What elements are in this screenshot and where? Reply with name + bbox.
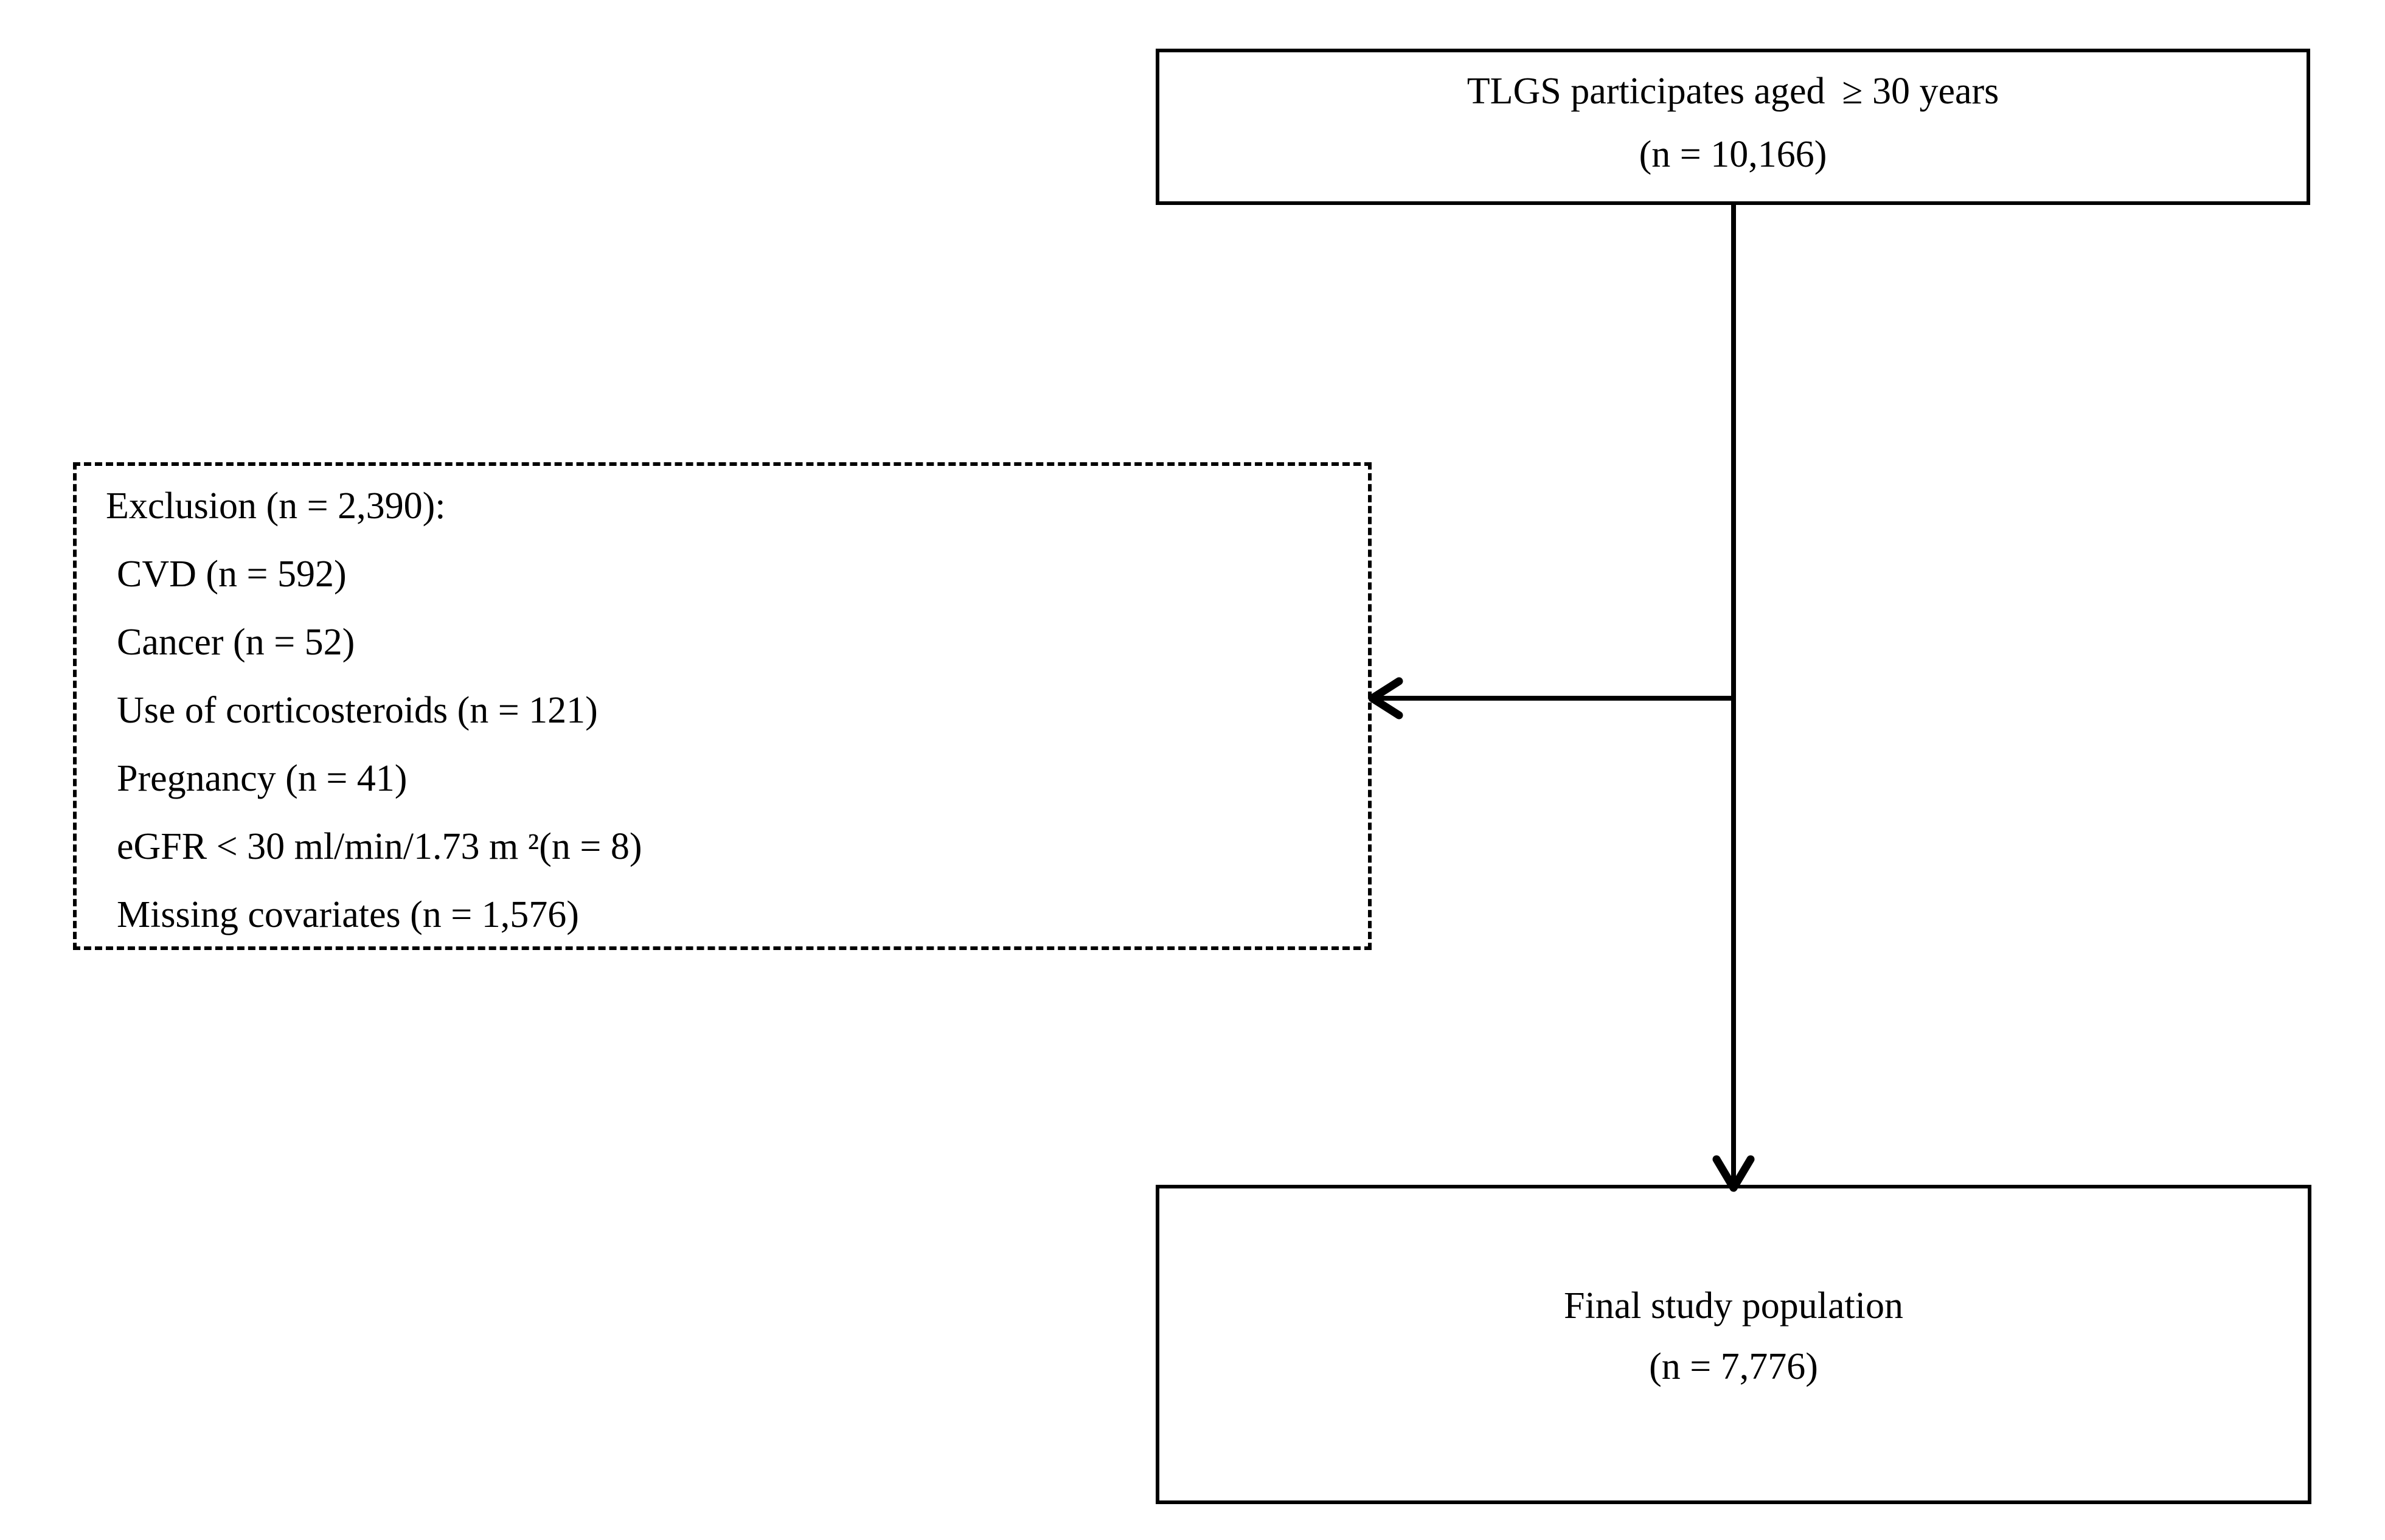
- down-arrowhead-icon: [1712, 1155, 1755, 1192]
- exclusion-box: Exclusion (n = 2,390): CVD (n = 592) Can…: [73, 462, 1372, 950]
- exclusion-header: Exclusion (n = 2,390):: [106, 485, 446, 527]
- final-box-title: Final study population: [1564, 1285, 1903, 1327]
- left-arrowhead-icon: [1368, 677, 1403, 720]
- exclusion-item-missing-covariates: Missing covariates (n = 1,576): [117, 894, 579, 935]
- exclusion-item-cancer: Cancer (n = 52): [117, 622, 355, 663]
- top-box-title: TLGS participates aged ≥ 30 years: [1467, 70, 1999, 112]
- exclusion-item-corticosteroids: Use of corticosteroids (n = 121): [117, 690, 598, 731]
- final-study-population-box: Final study population (n = 7,776): [1156, 1185, 2311, 1504]
- exclusion-item-pregnancy: Pregnancy (n = 41): [117, 758, 408, 799]
- final-box-count: (n = 7,776): [1649, 1345, 1818, 1387]
- exclusion-item-egfr: eGFR < 30 ml/min/1.73 m ²(n = 8): [117, 826, 642, 867]
- top-box-count: (n = 10,166): [1639, 133, 1827, 175]
- top-box-tlgs-participants: TLGS participates aged ≥ 30 years (n = 1…: [1156, 49, 2310, 205]
- exclusion-item-cvd: CVD (n = 592): [117, 553, 347, 595]
